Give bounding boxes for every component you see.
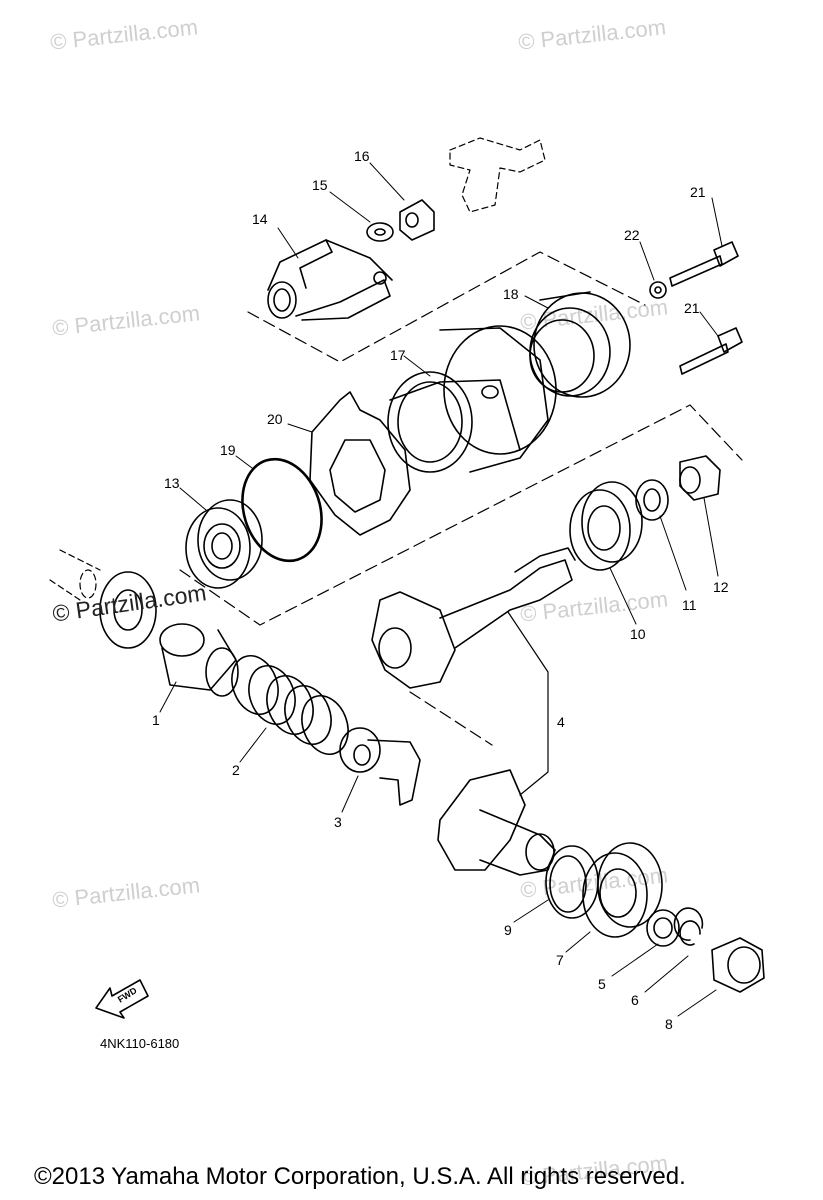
callout-label-17: 17	[390, 347, 406, 363]
part-22-washer	[649, 281, 667, 299]
callout-label-15: 15	[312, 177, 328, 193]
part-1-collar	[159, 623, 239, 697]
part-15-washer	[366, 222, 394, 242]
part-5-washer	[646, 909, 680, 947]
callout-label-9: 9	[504, 922, 512, 938]
callout-label-1: 1	[152, 712, 160, 728]
part-17-housing	[387, 325, 557, 473]
callout-label-12: 12	[713, 579, 729, 595]
seal-reference	[99, 571, 157, 649]
part-4-ring-gear-lower	[437, 769, 556, 876]
callout-label-7: 7	[556, 952, 564, 968]
part-21-bolt	[679, 327, 743, 375]
part-3-cam	[339, 727, 421, 806]
part-2-spring	[231, 655, 349, 755]
part-4-pinion-gear-upper	[371, 547, 576, 689]
callout-label-20: 20	[267, 411, 283, 427]
callout-label-16: 16	[354, 148, 370, 164]
callout-label-18: 18	[503, 286, 519, 302]
callout-bracket-4	[507, 611, 549, 796]
callout-label-3: 3	[334, 814, 342, 830]
part-20-shim	[309, 391, 411, 536]
part-16-nut	[399, 199, 435, 241]
part-8-nut	[711, 937, 765, 993]
callout-label-5: 5	[598, 976, 606, 992]
callout-label-8: 8	[665, 1016, 673, 1032]
part-11-washer	[635, 479, 669, 521]
copyright-notice: ©2013 Yamaha Motor Corporation, U.S.A. A…	[34, 1163, 686, 1190]
fwd-arrow-icon	[95, 979, 149, 1019]
callout-label-22: 22	[624, 227, 640, 243]
drive-shaft-reference	[49, 549, 101, 601]
callout-label-4: 4	[557, 714, 565, 730]
part-9-shim	[545, 845, 599, 919]
callout-label-21: 21	[684, 300, 700, 316]
callout-label-11: 11	[682, 597, 697, 613]
part-10-bearing	[569, 481, 643, 571]
diagram-code: 4NK110-6180	[100, 1036, 180, 1051]
part-12-nut	[679, 455, 721, 501]
part-19-o-ring	[241, 457, 323, 563]
callout-label-21: 21	[690, 184, 706, 200]
universal-joint-reference	[449, 137, 546, 213]
assembly-boundary-lines	[179, 251, 743, 746]
part-18-ring	[529, 291, 631, 398]
callout-label-6: 6	[631, 992, 639, 1008]
part-6-circlip	[673, 907, 704, 946]
part-14-yoke	[267, 239, 393, 321]
callout-label-14: 14	[252, 211, 268, 227]
callout-label-13: 13	[164, 475, 180, 491]
part-7-bearing	[582, 842, 663, 938]
callout-label-10: 10	[630, 626, 646, 642]
callout-label-2: 2	[232, 762, 240, 778]
part-21-bolt	[669, 241, 739, 287]
leader-lines	[159, 162, 723, 1017]
part-13-bearing	[185, 499, 263, 589]
callout-label-19: 19	[220, 442, 236, 458]
